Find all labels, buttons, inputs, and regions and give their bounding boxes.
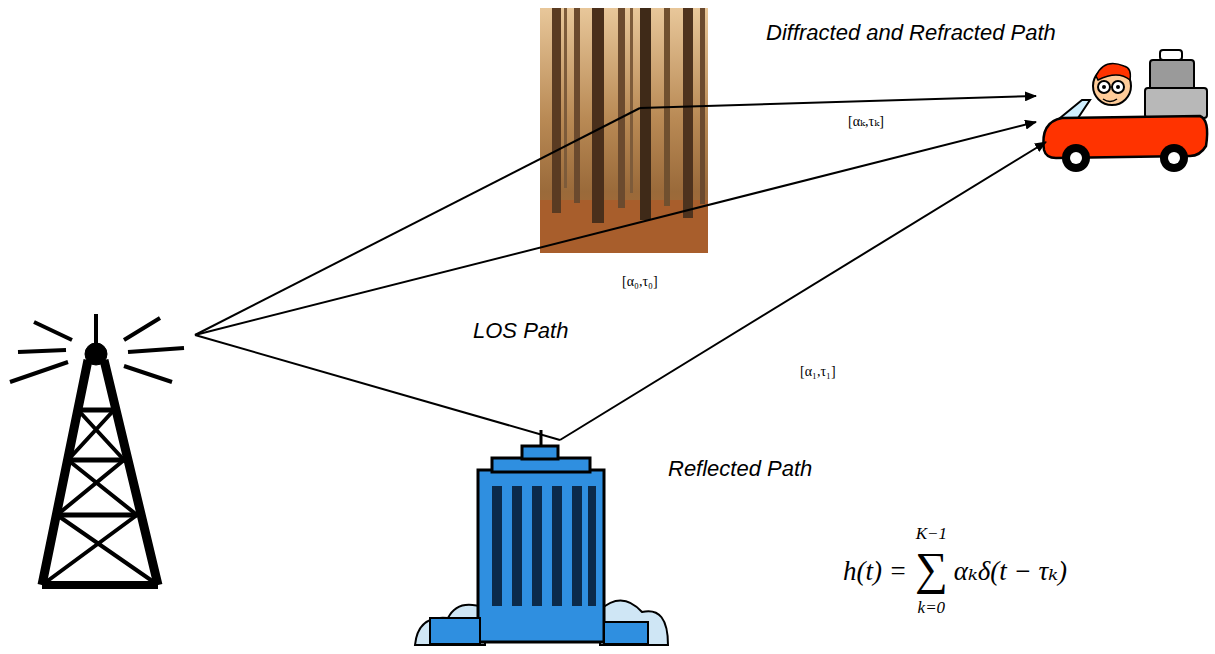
car-wheel	[1062, 144, 1090, 172]
radio-wave-stroke	[10, 322, 72, 382]
luggage-handle	[1160, 50, 1182, 60]
luggage	[1145, 88, 1207, 118]
path-parameters: [α₁,τ₁]	[800, 364, 836, 380]
driver-glasses	[1112, 81, 1124, 93]
luggage	[1150, 60, 1194, 90]
cloud	[415, 605, 485, 645]
path-name: LOS Path	[473, 318, 568, 343]
low-building	[604, 622, 648, 644]
car-wheel	[1160, 144, 1188, 172]
tower-base	[42, 581, 158, 589]
path-parameters: [α₀,τ₀]	[622, 274, 658, 290]
diffracted-path-line	[195, 108, 640, 335]
low-building	[430, 618, 480, 644]
driver-glasses	[1098, 81, 1110, 93]
tree-trunk	[640, 8, 651, 220]
tree-trunk	[574, 8, 580, 203]
wheel-hub	[1168, 152, 1180, 164]
car-with-driver	[1043, 50, 1207, 172]
diffracted-path-arrow	[640, 96, 1036, 108]
los-path-arrow	[195, 122, 1036, 335]
antenna-ball	[85, 343, 107, 365]
sum-lower-limit: k=0	[918, 598, 946, 618]
transmitter-tower	[10, 314, 184, 585]
sum-sign: ∑	[915, 543, 948, 596]
propagation-paths	[195, 96, 1046, 440]
sum-upper-limit: K−1	[916, 524, 947, 544]
building-window	[512, 486, 522, 606]
tree-trunk	[564, 8, 567, 188]
building-window	[552, 486, 562, 606]
building-window	[588, 486, 596, 606]
building-window	[532, 486, 542, 606]
building-antenna	[540, 430, 543, 446]
cloud	[600, 600, 668, 645]
driver-mouth	[1103, 99, 1117, 102]
wheel-hub	[1070, 152, 1082, 164]
building-body	[478, 470, 604, 642]
driver-eye	[1102, 85, 1106, 89]
office-building	[415, 430, 668, 645]
tree-trunk	[552, 8, 561, 213]
driver-hair	[1096, 64, 1130, 80]
path-name: Reflected Path	[668, 456, 812, 481]
radio-wave-stroke	[124, 318, 184, 382]
building-window	[572, 486, 582, 606]
forest-picture	[540, 8, 708, 253]
driver-eye	[1116, 85, 1120, 89]
tree-trunk	[618, 8, 625, 208]
tower-antenna	[94, 314, 98, 344]
windshield	[1060, 100, 1090, 118]
tree-trunk	[592, 8, 604, 223]
formula-part: αₖδ(t − τₖ)	[954, 556, 1067, 587]
tower-leg	[42, 360, 158, 585]
tree-trunk	[683, 8, 693, 218]
reflected-path-line	[195, 335, 560, 440]
tree-trunk	[630, 8, 633, 193]
building-top	[522, 446, 558, 459]
tower-cross-brace	[42, 410, 158, 585]
building-window	[492, 486, 502, 606]
path-name: Diffracted and Refracted Path	[766, 20, 1056, 45]
path-parameters: [αₖ,τₖ]	[848, 114, 884, 130]
formula-part: h(t) =	[843, 556, 907, 587]
forest-ground	[540, 8, 708, 253]
reflected-path-arrow	[560, 142, 1046, 440]
